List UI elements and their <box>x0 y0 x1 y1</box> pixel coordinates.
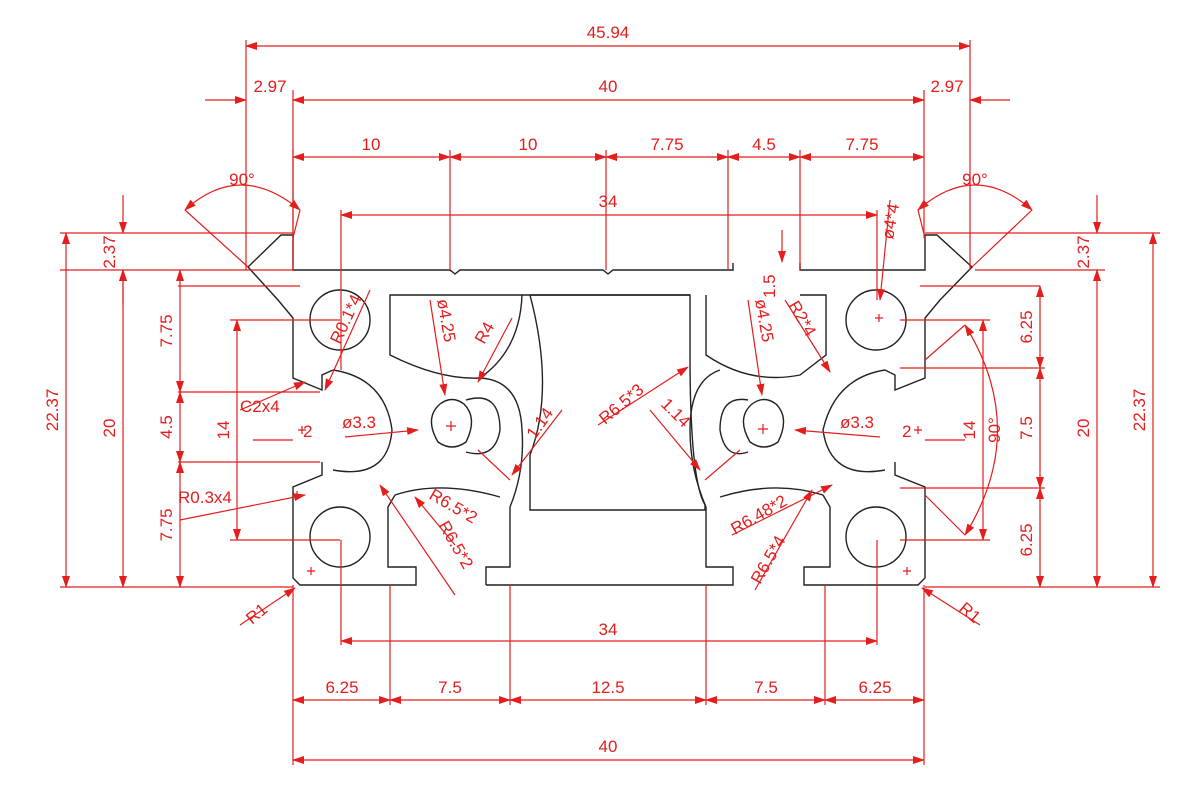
dim-seg-3: 7.75 <box>650 135 683 154</box>
callout-r1-right: R1 <box>955 599 984 628</box>
callout-r2: R2*4 <box>785 298 820 340</box>
callout-d425-right: ø4.25 <box>751 297 777 343</box>
callout-r1-left: R1 <box>242 600 271 629</box>
dim-bottom-seg-2: 7.5 <box>438 678 462 697</box>
dim-right-lip: 2.37 <box>1074 235 1093 268</box>
callout-d33-left: ø3.3 <box>342 413 376 432</box>
dim-seg-2: 10 <box>519 135 538 154</box>
dim-bottom-seg-5: 6.25 <box>858 678 891 697</box>
dim-overhang-left: 2.97 <box>253 77 286 96</box>
dim-right-upper: 6.25 <box>1017 310 1036 343</box>
dim-overhang-right: 2.97 <box>930 77 963 96</box>
callout-r648: R6.48*2 <box>728 491 791 538</box>
dim-seg-4: 4.5 <box>752 135 776 154</box>
dim-right-slot-width: 14 <box>960 421 979 440</box>
callout-2-right: 2 <box>902 422 911 441</box>
dim-right-height: 20 <box>1074 419 1093 438</box>
dim-left-slot-lower: 7.75 <box>157 508 176 541</box>
dim-overall-width: 45.94 <box>587 23 630 42</box>
dim-right-angle: 90° <box>985 417 1004 443</box>
dim-left-slot-upper: 7.75 <box>157 314 176 347</box>
callout-r65x4: R6.5*4 <box>747 532 789 587</box>
dim-bottom-seg-4: 7.5 <box>754 678 778 697</box>
dim-left-slot-mid: 4.5 <box>157 415 176 439</box>
dim-hole-spacing-top: 34 <box>599 192 618 211</box>
dim-right-mid: 7.5 <box>1017 416 1036 440</box>
dim-angle-left: 90° <box>229 170 255 189</box>
dim-hole-spacing-bottom: 34 <box>599 620 618 639</box>
dim-left-total-height: 22.37 <box>43 389 62 432</box>
dim-left-height: 20 <box>100 419 119 438</box>
callout-d44: ø4*4 <box>878 202 903 241</box>
dim-seg-1: 10 <box>362 135 381 154</box>
dim-left-slot-width: 14 <box>214 421 233 440</box>
dim-left-lip: 2.37 <box>100 235 119 268</box>
callout-d425-left: ø4.25 <box>433 297 459 343</box>
callout-1-5: 1.5 <box>760 274 779 298</box>
dim-bottom-width: 40 <box>599 737 618 756</box>
dim-angle-right: 90° <box>962 170 988 189</box>
callout-r4: R4 <box>471 319 498 347</box>
callout-r01: R0.1*4 <box>326 292 365 347</box>
callout-r03: R0.3x4 <box>178 488 232 507</box>
dimension-lines <box>60 40 1160 765</box>
callout-2-left: 2 <box>303 422 312 441</box>
dim-right-lower: 6.25 <box>1017 523 1036 556</box>
profile-outline <box>247 234 974 586</box>
dim-width-top: 40 <box>599 77 618 96</box>
dim-bottom-seg-3: 12.5 <box>591 678 624 697</box>
callout-d33-right: ø3.3 <box>840 413 874 432</box>
callout-r65x3: R6.5*3 <box>595 380 647 428</box>
callout-c2: C2x4 <box>240 397 280 416</box>
dim-seg-5: 7.75 <box>845 135 878 154</box>
dim-bottom-seg-1: 6.25 <box>325 678 358 697</box>
dim-right-total-height: 22.37 <box>1130 389 1149 432</box>
